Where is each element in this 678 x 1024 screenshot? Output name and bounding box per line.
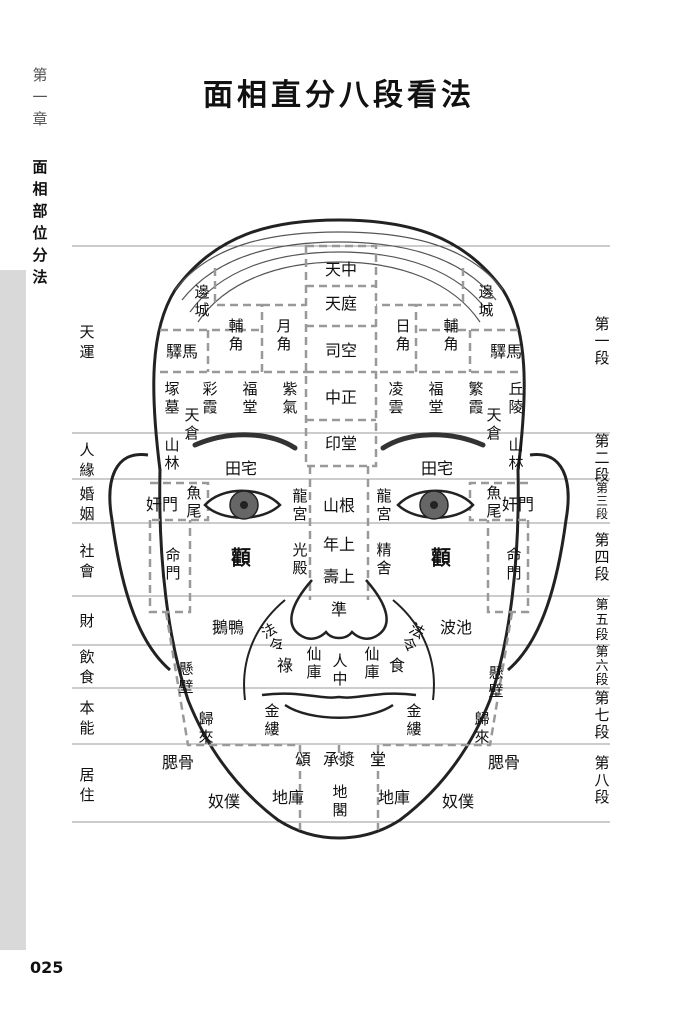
label-yima-right: 驛馬 <box>489 342 523 361</box>
label-diku-right: 地庫 <box>377 788 411 807</box>
label-xuanbi-left: 懸壁 <box>178 660 194 696</box>
label-zhongmu: 塚墓 <box>164 380 180 416</box>
right-label-6: 第六段 <box>595 645 609 688</box>
label-yintang: 印堂 <box>324 434 358 453</box>
label-sikong: 司空 <box>324 341 358 360</box>
nose <box>290 579 388 640</box>
label-bochi: 波池 <box>439 618 473 637</box>
label-guilai-left: 歸來 <box>198 710 214 746</box>
left-label-renyuan: 人緣 <box>79 441 95 479</box>
section-label: 面相部位分法 <box>32 158 48 286</box>
label-tianzhai-right: 田宅 <box>420 459 454 478</box>
left-label-yinshi: 飲食 <box>79 648 95 686</box>
label-fujiao-right: 輔角 <box>443 317 459 353</box>
right-label-3: 第三段 <box>595 481 608 521</box>
label-yima-left: 驛馬 <box>165 342 199 361</box>
label-quan-left: 顴 <box>231 545 251 570</box>
mouth <box>261 692 417 719</box>
right-label-4: 第四段 <box>594 531 610 583</box>
eyebrows <box>192 432 486 451</box>
nasolabial-folds <box>243 599 435 701</box>
label-tianzhai-left: 田宅 <box>224 459 258 478</box>
label-fujiao-left: 輔角 <box>228 317 244 353</box>
left-label-shehui: 社會 <box>79 542 95 580</box>
label-tang: 堂 <box>369 750 387 769</box>
left-label-cai: 財 <box>79 612 95 630</box>
label-tiancang-left: 天倉 <box>184 406 200 442</box>
label-longgong-left: 龍宮 <box>292 487 308 523</box>
right-label-2: 第二段 <box>594 432 610 484</box>
label-zhongzheng: 中正 <box>324 388 358 407</box>
left-label-benneng: 本能 <box>79 699 95 737</box>
label-diku-left: 地庫 <box>271 788 305 807</box>
label-lu: 祿 <box>276 656 294 675</box>
label-xuanbi-right: 懸壁 <box>488 664 504 700</box>
label-xianku-right: 仙庫 <box>364 645 380 681</box>
label-renzhong: 人中 <box>332 652 348 688</box>
head-outline <box>108 218 570 840</box>
page-number: 025 <box>30 958 64 977</box>
left-label-juzhu: 居住 <box>79 766 95 804</box>
label-fantang-left: 福堂 <box>242 380 258 416</box>
label-longgong-right: 龍宮 <box>376 487 392 523</box>
left-label-hunyin: 婚姻 <box>79 485 95 523</box>
chapter-label: 第一章 <box>32 66 48 128</box>
label-song: 頌 <box>294 750 312 769</box>
label-nupu-right: 奴僕 <box>441 792 475 811</box>
page-title: 面相直分八段看法 <box>203 78 475 113</box>
label-nupu-left: 奴僕 <box>207 792 241 811</box>
label-ziqi: 紫氣 <box>282 380 298 416</box>
label-jianmen-left: 奸門 <box>145 495 179 514</box>
eyes <box>203 489 475 520</box>
label-yuejiao: 月角 <box>276 317 292 353</box>
hair-strokes <box>174 231 504 323</box>
label-jinlou-left: 金縷 <box>264 702 280 738</box>
label-chengjiang: 承漿 <box>322 750 356 769</box>
label-jianmen-right: 奸門 <box>501 495 535 514</box>
label-caixia: 彩霞 <box>202 380 218 416</box>
label-quan-right: 顴 <box>431 545 451 570</box>
label-shanlin-right: 山林 <box>508 436 524 472</box>
label-tianzhong: 天中 <box>324 260 358 279</box>
region-grid <box>148 244 530 830</box>
right-label-1: 第一段 <box>594 315 610 367</box>
label-guilai-right: 歸來 <box>474 710 490 746</box>
label-rijiao: 日角 <box>395 317 411 353</box>
label-yuwei-right: 魚尾 <box>486 484 502 520</box>
label-fantang-right: 福堂 <box>428 380 444 416</box>
label-jingshe: 精舍 <box>376 541 392 577</box>
right-label-5: 第五段 <box>595 598 609 643</box>
label-shoushang: 壽上 <box>322 567 356 586</box>
label-fanxia: 繁霞 <box>468 380 484 416</box>
label-dige: 地閣 <box>332 783 348 819</box>
label-linyun: 凌雲 <box>388 380 404 416</box>
label-nianshang: 年上 <box>322 535 356 554</box>
label-biancheng-left: 邊城 <box>194 283 210 319</box>
label-jinlou-right: 金縷 <box>406 702 422 738</box>
label-tianting: 天庭 <box>324 294 358 313</box>
left-label-tianyun: 天運 <box>79 323 95 361</box>
label-xianku-left: 仙庫 <box>306 645 322 681</box>
right-label-8: 第八段 <box>594 754 610 806</box>
label-tiancang-right: 天倉 <box>486 406 502 442</box>
side-tab <box>0 270 26 950</box>
right-label-7: 第七段 <box>594 689 610 741</box>
label-saigu-left: 腮骨 <box>161 753 195 772</box>
label-mingmen-right: 命門 <box>506 546 522 582</box>
label-zhun: 準 <box>330 600 348 619</box>
label-yuwei-left: 魚尾 <box>186 484 202 520</box>
label-mingmen-left: 命門 <box>165 546 181 582</box>
label-qiuling: 丘陵 <box>508 380 524 416</box>
label-shangen: 山根 <box>322 496 356 515</box>
label-guangdian: 光殿 <box>292 541 308 577</box>
label-eya: 鵝鴨 <box>211 618 245 637</box>
label-shanlin-left: 山林 <box>164 436 180 472</box>
label-biancheng-right: 邊城 <box>478 283 494 319</box>
label-saigu-right: 腮骨 <box>487 753 521 772</box>
label-shi: 食 <box>388 656 406 675</box>
section-lines <box>72 245 610 823</box>
